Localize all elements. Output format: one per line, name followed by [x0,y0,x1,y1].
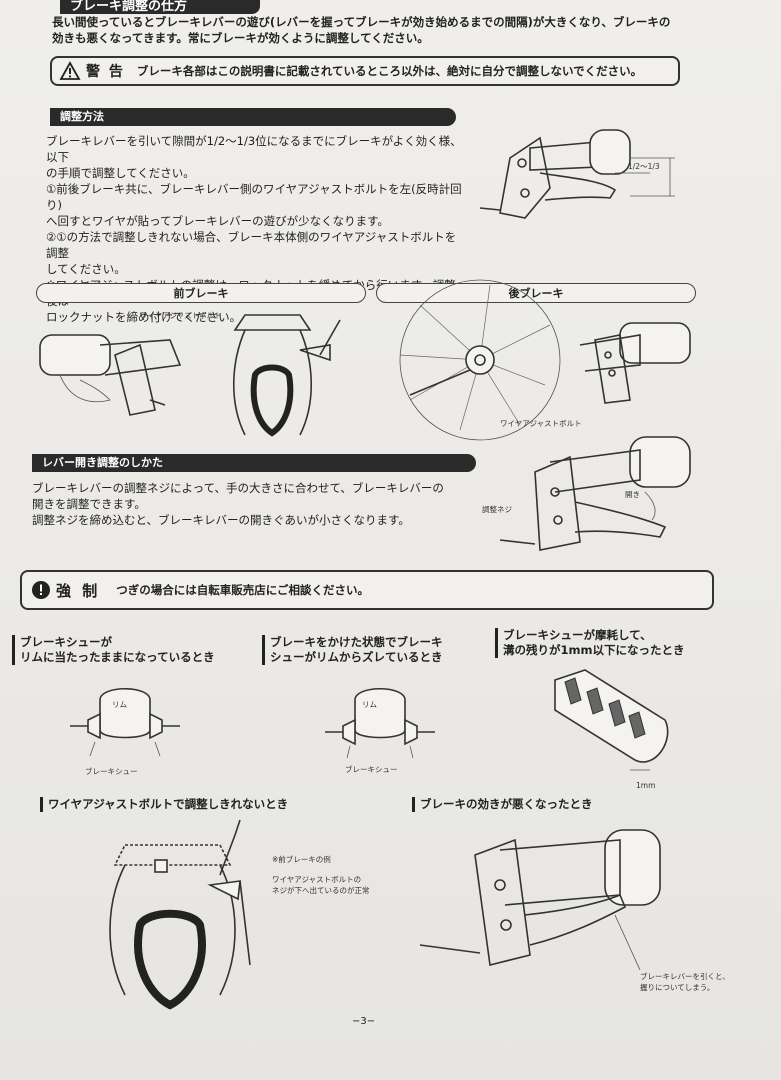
case-1-line-2: リムに当たったままになっているとき [20,650,215,664]
case-3-line-2: 溝の残りが1mm以下になったとき [503,643,685,657]
adjust-line: ブレーキレバーを引いて隙間が1/2〜1/3位になるまでにブレーキがよく効く様、以… [46,134,462,164]
force-body: つぎの場合には自転車販売店にご相談ください。 [116,583,370,597]
intro-line-1: 長い間使っているとブレーキレバーの遊び(レバーを握ってブレーキが効き始めるまでの… [52,15,671,29]
adjust-line: の手順で調整してください。 [46,166,195,180]
adjust-line: ②①の方法で調整しきれない場合、ブレーキ本体側のワイヤアジャストボルトを調整 [46,230,457,260]
lever-gap-diagram [479,129,675,219]
exclamation-icon [32,581,50,599]
adjust-line: ①前後ブレーキ共に、ブレーキレバー側のワイヤアジャストボルトを左(反時計回り) [46,182,462,212]
case-3-heading: ブレーキシューが摩耗して、 溝の残りが1mm以下になったとき [495,628,684,658]
case-2-line-1: ブレーキをかけた状態でブレーキ [270,635,443,649]
adjust-line: してください。 [46,262,126,276]
case-4-note-2: ワイヤアジャストボルトの [272,875,362,884]
lever-tag: レバー開き調整のしかた [32,454,476,472]
case-3-shoe-diagram [554,669,669,771]
intro-line-2: 効きも悪くなってきます。常にブレーキが効くように調整してください。 [52,31,429,45]
page-number: −3− [352,1016,376,1027]
case-5-diagram [419,829,661,971]
lever-open-diagram [499,436,691,551]
lever-line: 調整ネジを締め込むと、ブレーキレバーの開きぐあいが小さくなります。 [32,513,410,527]
case-1-line-1: ブレーキシューが [20,635,112,649]
rear-brake-diagram [399,279,691,441]
case-2-line-2: シューがリムからズレているとき [270,650,443,664]
case-5-note-2: 握りについてしまう。 [640,983,715,992]
adjust-line: ロックナットを締め付けてください。 [46,310,242,324]
case-1-rim-diagram [70,688,180,757]
adjust-line: へ回すとワイヤが貼ってブレーキレバーの遊びが少なくなります。 [46,214,389,228]
case-1-rim-label: リム [112,700,127,709]
front-brake-label: 前ブレーキ [36,283,366,303]
case-2-heading: ブレーキをかけた状態でブレーキ シューがリムからズレているとき [262,635,443,665]
lever-line: 開きを調整できます。 [32,497,146,511]
section-title: ブレーキ調整の仕方 [60,0,260,14]
gap-label: 1/2〜1/3 [628,162,660,171]
case-5-heading: ブレーキの効きが悪くなったとき [412,797,593,812]
case-2-shoe-label: ブレーキシュー [345,765,398,774]
front-brake-diagram [39,314,341,437]
case-3-line-1: ブレーキシューが摩耗して、 [503,628,652,642]
warning-title: 警 告 [86,64,125,80]
force-title: 強 制 [56,581,101,600]
case-3-mm-label: 1mm [636,781,656,790]
warning-body: ブレーキ各部はこの説明書に記載されているところ以外は、絶対に自分で調整しないでく… [136,64,643,78]
case-1-heading: ブレーキシューが リムに当たったままになっているとき [12,635,215,665]
case-4-note-1: ※前ブレーキの例 [272,855,331,864]
case-4-heading: ワイヤアジャストボルトで調整しきれないとき [40,797,288,812]
open-label: 開き [625,490,640,499]
adjust-tag: 調整方法 [50,108,456,126]
case-5-note-1: ブレーキレバーを引くと、 [640,972,730,981]
rear-bolt-label: ワイヤアジャストボルト [500,419,582,428]
case-1-shoe-label: ブレーキシュー [85,767,138,776]
case-2-rim-label: リム [362,700,377,709]
warning-icon [59,61,81,80]
screw-label: 調整ネジ [482,505,512,514]
lever-text: ブレーキレバーの調整ネジによって、手の大きさに合わせて、ブレーキレバーの 開きを… [32,480,472,528]
front-bolt-label: ワイヤアジャストボルト [140,311,222,320]
case-2-rim-diagram [325,688,435,759]
force-box: 強 制 つぎの場合には自転車販売店にご相談ください。 [20,570,714,610]
warning-box: 警 告 ブレーキ各部はこの説明書に記載されているところ以外は、絶対に自分で調整し… [50,56,680,86]
case-4-note-3: ネジが下へ出ているのが正常 [272,886,370,895]
lever-line: ブレーキレバーの調整ネジによって、手の大きさに合わせて、ブレーキレバーの [32,481,444,495]
rear-brake-label: 後ブレーキ [376,283,696,303]
case-4-diagram [109,819,251,1010]
